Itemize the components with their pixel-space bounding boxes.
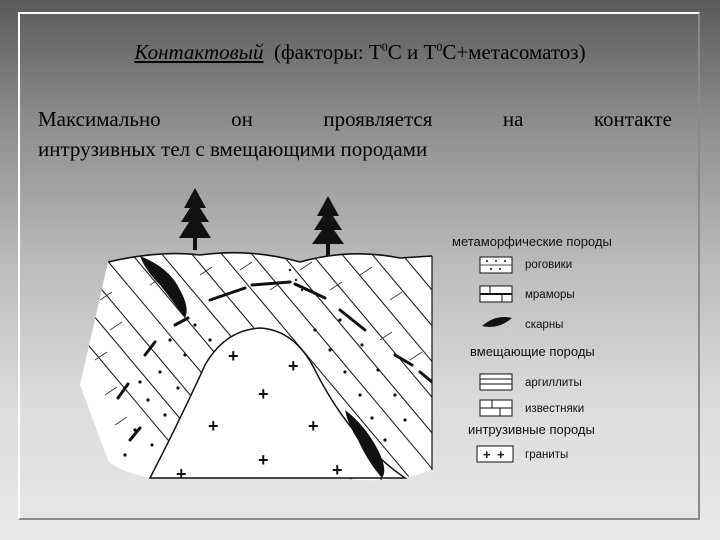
legend-limestone-label: известняки [525,403,584,415]
legend-marble-swatch [480,286,512,302]
legend-marble-label: мраморы [525,289,575,301]
legend-hornfels-label: роговики [525,259,572,271]
svg-text:+: + [208,416,219,436]
tree-icon [179,188,211,250]
legend-heading-intrusive: интрузивные породы [468,422,595,437]
svg-text:+: + [258,450,269,470]
legend-argillite-swatch [480,374,512,390]
legend-granite-label: граниты [525,449,568,461]
legend-heading-metamorphic: метаморфические породы [452,234,612,249]
svg-text:+: + [176,464,187,484]
legend-heading-host: вмещающие породы [470,344,595,359]
legend-skarn-label: скарны [525,319,563,331]
legend-hornfels-swatch [480,257,512,273]
svg-text:+: + [258,384,269,404]
legend-granite-swatch: + + [477,446,513,462]
svg-text:+: + [308,416,319,436]
legend-limestone-swatch [480,400,512,416]
legend-argillite-label: аргиллиты [525,377,582,389]
legend: метаморфические породы роговики мраморы … [452,234,612,462]
svg-text:+: + [483,447,491,462]
svg-text:+: + [497,447,505,462]
tree-icon [312,196,344,256]
svg-text:+: + [332,460,343,480]
svg-text:+: + [228,346,239,366]
svg-text:+: + [288,356,299,376]
legend-skarn-swatch [482,317,512,327]
